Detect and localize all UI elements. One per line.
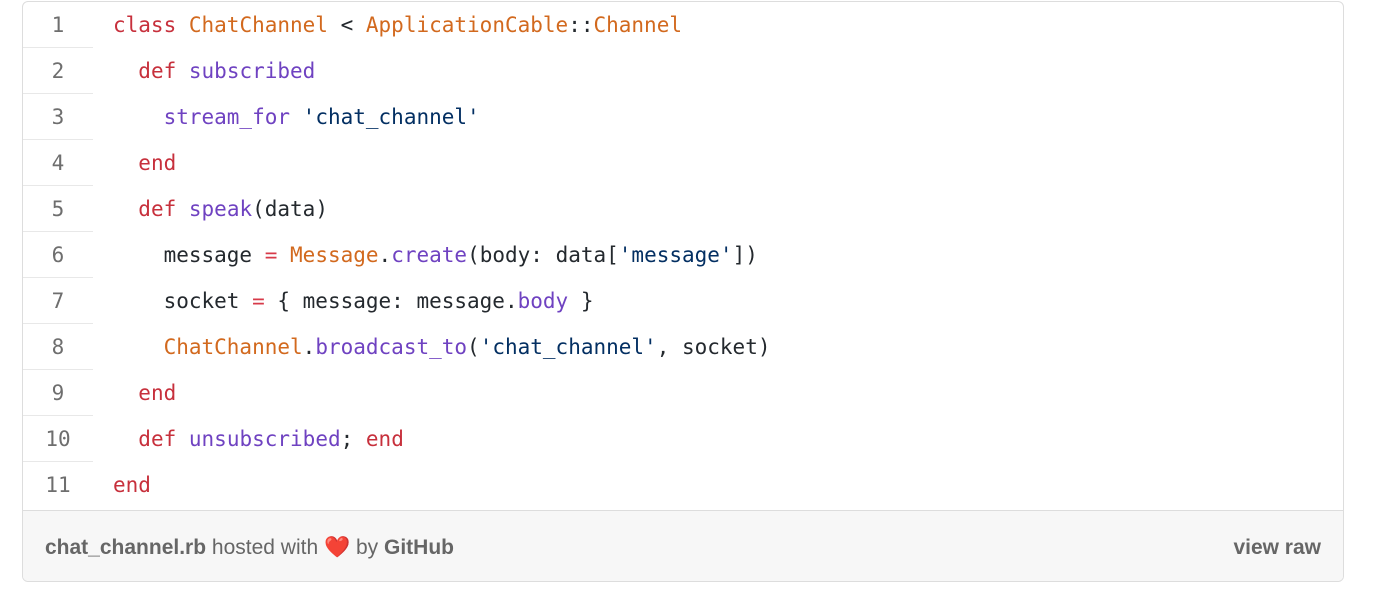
code-text: end xyxy=(113,140,176,186)
line-number[interactable]: 7 xyxy=(23,278,93,324)
code-token: } xyxy=(568,289,594,313)
line-number[interactable]: 3 xyxy=(23,94,93,140)
code-line: 2 def subscribed xyxy=(23,48,1343,94)
code-token: (body: data[ xyxy=(467,243,619,267)
code-token: ( xyxy=(467,335,480,359)
code-token: subscribed xyxy=(188,59,316,83)
code-token: ]) xyxy=(732,243,758,267)
line-number[interactable]: 11 xyxy=(45,473,71,497)
heart-icon: ❤️ xyxy=(323,536,351,559)
code-token: stream_for xyxy=(163,105,291,129)
code-token xyxy=(113,427,138,451)
code-token xyxy=(176,13,189,37)
code-line: 3 stream_for 'chat_channel' xyxy=(23,94,1343,140)
code-token: class xyxy=(113,13,177,37)
code-token xyxy=(113,151,138,175)
code-token: = xyxy=(264,243,278,267)
gist-embed: 1 class ChatChannel < ApplicationCable::C… xyxy=(22,1,1344,582)
code-text: message = Message.create(body: data['mes… xyxy=(113,232,758,278)
code-token: create xyxy=(391,243,468,267)
line-number[interactable]: 4 xyxy=(23,140,93,186)
code-token: 'chat_channel' xyxy=(302,105,480,129)
code-token: Channel xyxy=(593,13,682,37)
code-token: ChatChannel xyxy=(163,335,303,359)
code-token: message xyxy=(113,243,265,267)
code-token: end xyxy=(138,381,177,405)
code-line: 8 ChatChannel.broadcast_to('chat_channel… xyxy=(23,324,1343,370)
code-line: 4 end xyxy=(23,140,1343,186)
code-token: . xyxy=(302,335,316,359)
code-line: 7 socket = { message: message.body } xyxy=(23,278,1343,324)
code-token: 'message' xyxy=(618,243,733,267)
code-text: end xyxy=(113,462,151,508)
code-text: end xyxy=(113,370,176,416)
code-token: , socket) xyxy=(656,335,771,359)
code-token: end xyxy=(365,427,404,451)
code-token: { message: message. xyxy=(264,289,518,313)
code-token xyxy=(176,59,189,83)
line-number[interactable]: 5 xyxy=(23,186,93,232)
code-token: def xyxy=(138,197,177,221)
gist-meta-info: chat_channel.rb hosted with ❤️ by GitHub xyxy=(45,511,454,581)
code-text: class ChatChannel < ApplicationCable::Ch… xyxy=(113,2,682,48)
code-text: ChatChannel.broadcast_to('chat_channel',… xyxy=(113,324,771,370)
line-number[interactable]: 6 xyxy=(23,232,93,278)
code-token xyxy=(113,335,164,359)
line-number[interactable]: 1 xyxy=(23,2,93,48)
code-line: 5 def speak(data) xyxy=(23,186,1343,232)
code-line: 1 class ChatChannel < ApplicationCable::C… xyxy=(23,2,1343,48)
code-token xyxy=(176,197,189,221)
line-number[interactable]: 9 xyxy=(23,370,93,416)
code-token: unsubscribed xyxy=(188,427,341,451)
code-text: def speak(data) xyxy=(113,186,328,232)
code-token xyxy=(290,105,303,129)
line-number[interactable]: 10 xyxy=(23,416,93,462)
code-token xyxy=(113,197,138,221)
code-token: def xyxy=(138,59,177,83)
code-text: def subscribed xyxy=(113,48,315,94)
github-link[interactable]: GitHub xyxy=(384,536,454,559)
code-token: = xyxy=(252,289,265,313)
code-token: ApplicationCable xyxy=(365,13,569,37)
code-token: ; xyxy=(340,427,366,451)
code-token: broadcast_to xyxy=(315,335,468,359)
code-token xyxy=(113,105,164,129)
code-line: 9 end xyxy=(23,370,1343,416)
code-token xyxy=(113,381,138,405)
code-token: def xyxy=(138,427,177,451)
code-token: body xyxy=(517,289,569,313)
code-token: < xyxy=(327,13,366,37)
code-token: :: xyxy=(568,13,594,37)
code-block: 1 class ChatChannel < ApplicationCable::C… xyxy=(23,2,1343,510)
by-text: by xyxy=(355,536,379,559)
code-text: stream_for 'chat_channel' xyxy=(113,94,480,140)
code-token: socket xyxy=(113,289,253,313)
line-number[interactable]: 8 xyxy=(23,324,93,370)
code-token: (data) xyxy=(252,197,328,221)
code-token xyxy=(176,427,189,451)
code-text: def unsubscribed; end xyxy=(113,416,404,462)
code-line: 10 def unsubscribed; end xyxy=(23,416,1343,462)
hosted-with-text: hosted with xyxy=(211,536,319,559)
file-name-link[interactable]: chat_channel.rb xyxy=(45,536,207,559)
code-token: end xyxy=(113,473,151,497)
code-text: socket = { message: message.body } xyxy=(113,278,594,324)
code-token: . xyxy=(378,243,392,267)
view-raw-link[interactable]: view raw xyxy=(1233,536,1321,559)
code-token: ChatChannel xyxy=(188,13,328,37)
code-token: 'chat_channel' xyxy=(479,335,657,359)
line-number[interactable]: 2 xyxy=(23,48,93,94)
code-token xyxy=(113,59,138,83)
code-line: 11 end xyxy=(23,462,1343,508)
code-token: speak xyxy=(188,197,253,221)
code-line: 6 message = Message.create(body: data['m… xyxy=(23,232,1343,278)
code-token xyxy=(277,243,290,267)
gist-meta-bar: chat_channel.rb hosted with ❤️ by GitHub… xyxy=(23,510,1343,581)
code-token: Message xyxy=(290,243,379,267)
code-token: end xyxy=(138,151,177,175)
